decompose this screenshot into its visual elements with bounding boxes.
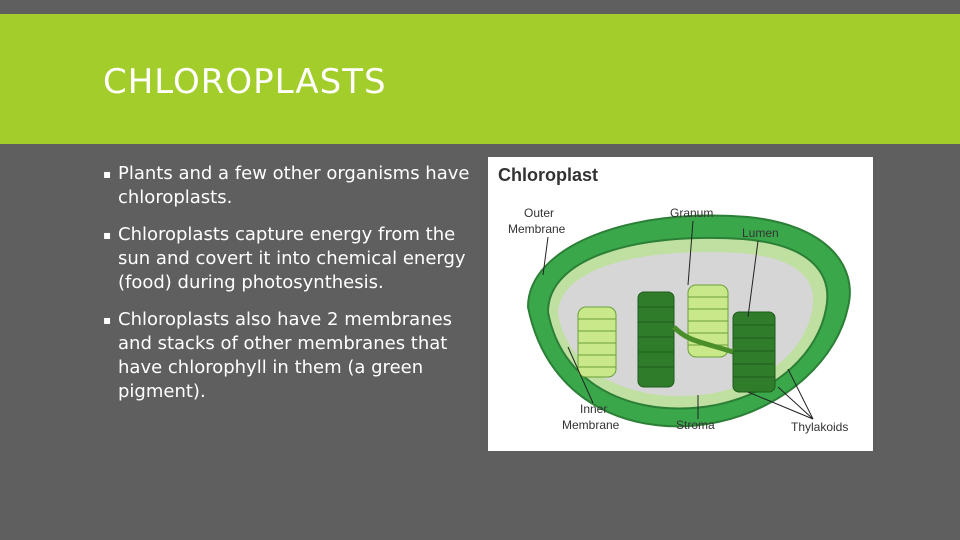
bullet-item: ▪ Chloroplasts also have 2 membranes and… xyxy=(103,308,473,404)
granum-stack xyxy=(577,306,617,378)
title-bar: CHLOROPLASTS xyxy=(0,14,960,144)
label-granum: Granum xyxy=(670,206,713,220)
bullet-list: ▪ Plants and a few other organisms have … xyxy=(103,162,473,417)
granum-stack xyxy=(732,311,776,393)
bullet-text: Chloroplasts capture energy from the sun… xyxy=(118,224,466,293)
bullet-icon: ▪ xyxy=(103,228,112,242)
granum-stack xyxy=(637,291,675,388)
bullet-text: Chloroplasts also have 2 membranes and s… xyxy=(118,309,453,402)
label-inner-line2: Membrane xyxy=(562,418,620,432)
figure-title: Chloroplast xyxy=(498,165,598,185)
bullet-icon: ▪ xyxy=(103,167,112,181)
pointer-lines xyxy=(542,220,814,420)
label-outer-line1: Outer xyxy=(524,206,554,220)
label-stroma: Stroma xyxy=(676,418,715,432)
bullet-item: ▪ Plants and a few other organisms have … xyxy=(103,162,473,210)
chloroplast-figure: Chloroplast Outer Membrane Granum Lumen … xyxy=(488,157,873,451)
label-inner-line1: Inner xyxy=(580,402,607,416)
top-strip xyxy=(0,0,960,14)
chloroplast-diagram: Chloroplast Outer Membrane Granum Lumen … xyxy=(498,165,851,434)
label-lumen: Lumen xyxy=(742,226,779,240)
bullet-icon: ▪ xyxy=(103,313,112,327)
slide-title: CHLOROPLASTS xyxy=(103,62,387,102)
label-outer-line2: Membrane xyxy=(508,222,566,236)
bullet-item: ▪ Chloroplasts capture energy from the s… xyxy=(103,223,473,295)
label-thylakoids: Thylakoids xyxy=(791,420,848,434)
bullet-text: Plants and a few other organisms have ch… xyxy=(118,163,470,208)
